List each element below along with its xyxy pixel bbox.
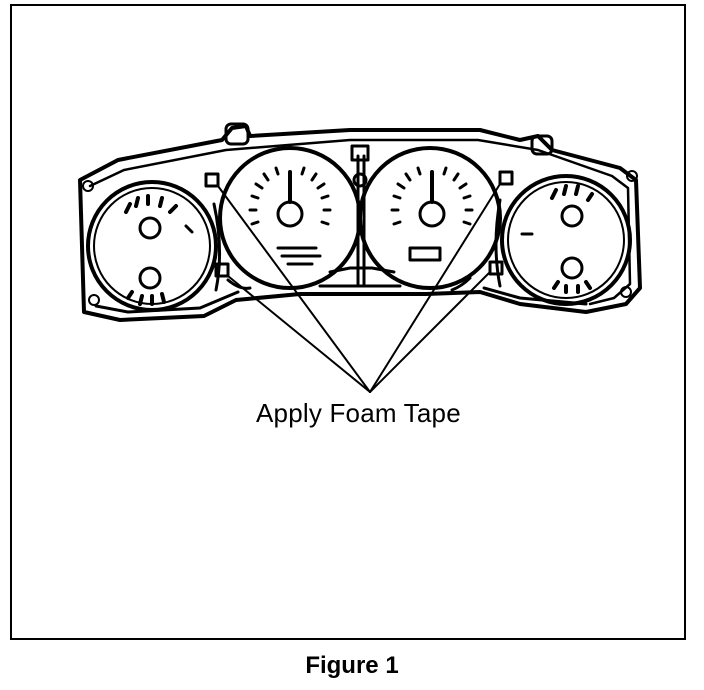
right-gauge: [500, 174, 632, 306]
gauge-pointer: [184, 224, 194, 234]
gauge-readout-area: [276, 246, 322, 266]
screw-hole: [88, 294, 100, 306]
gauge-hub: [276, 200, 304, 228]
foam-tape-pad-upper-left: [204, 172, 220, 188]
gauge-tick-marks: [248, 166, 332, 226]
screw-hole: [626, 170, 638, 182]
mounting-tab-right: [530, 134, 554, 156]
gauge-tick-marks: [390, 166, 474, 226]
gauge-tick-marks: [550, 184, 594, 294]
figure-frame: [10, 4, 686, 640]
lens-arc: [450, 276, 472, 292]
gauge-hub: [138, 216, 162, 240]
lens-arc: [212, 202, 222, 292]
cluster-inner-edge: [88, 138, 632, 306]
screw-hole: [620, 286, 632, 298]
gauge-hub: [138, 266, 162, 290]
foam-tape-pad-lower-right: [488, 260, 504, 276]
lens-arc: [226, 278, 252, 290]
left-gauge: [86, 180, 218, 312]
figure-caption: Figure 1: [305, 652, 399, 679]
foam-tape-pad-lower-left: [214, 262, 230, 278]
gauge-tick-marks: [124, 194, 178, 306]
gauge-hub: [418, 200, 446, 228]
center-divider: [318, 144, 402, 288]
screw-hole: [82, 180, 94, 192]
leader-lines: [217, 183, 501, 393]
callout-label: Apply Foam Tape: [256, 398, 461, 428]
foam-tape-pad-upper-right: [498, 170, 514, 186]
lens-arc: [494, 198, 502, 288]
center-right-gauge: [358, 146, 502, 290]
gauge-hub: [560, 256, 584, 280]
odometer-window: [408, 246, 442, 262]
gauge-hub: [560, 204, 584, 228]
mounting-tab-left: [224, 122, 250, 146]
